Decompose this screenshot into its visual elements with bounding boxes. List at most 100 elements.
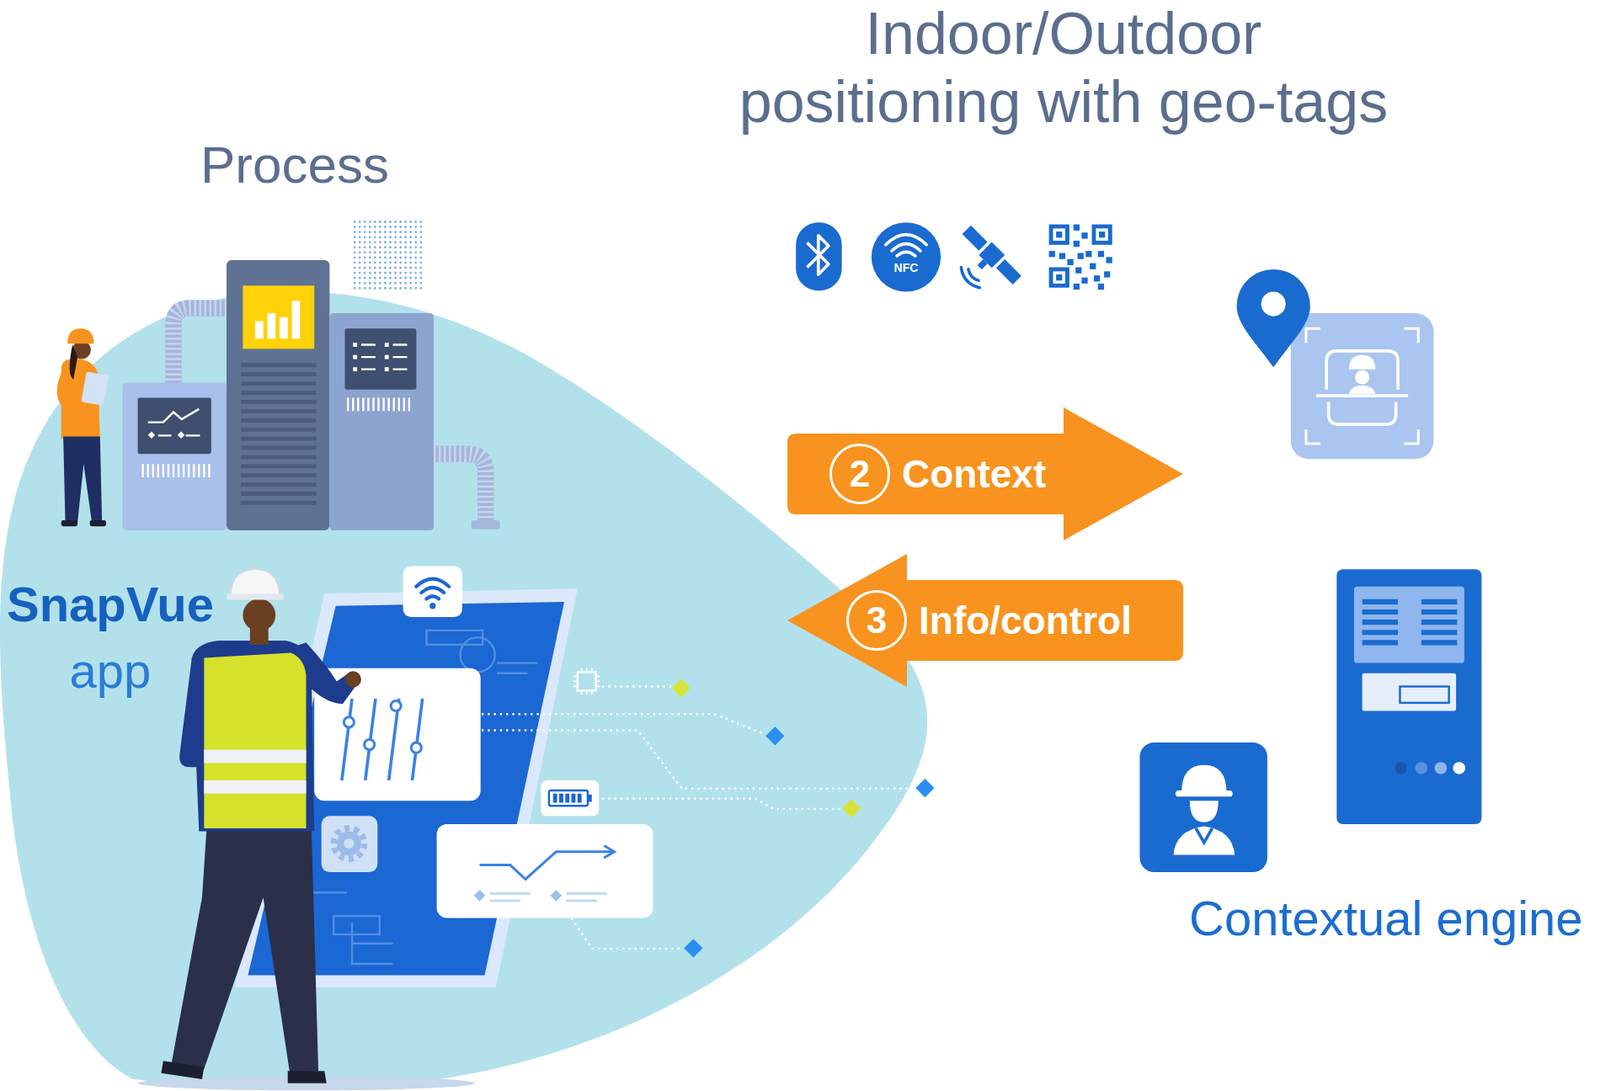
tablet-part — [341, 698, 423, 781]
signal-lines-part — [683, 938, 703, 958]
tablet-part-part — [390, 700, 401, 711]
positioning-icons-part-part — [1050, 226, 1067, 243]
positioning-icons-part-part — [1085, 250, 1092, 257]
engine-icons-part — [1175, 790, 1233, 797]
info-control-arrow — [787, 554, 1184, 688]
positioning-icons-part-part — [1105, 256, 1112, 263]
operator-figure-part — [61, 520, 78, 527]
engine-icons-part — [1349, 385, 1376, 395]
process-machine-part — [292, 300, 301, 339]
signal-lines — [481, 678, 935, 958]
process-machine-part — [279, 317, 288, 339]
field-worker-part — [345, 671, 362, 688]
context-arrow — [787, 407, 1184, 541]
engine-icons-part — [1316, 394, 1408, 398]
process-machine-part — [471, 520, 501, 530]
field-worker-part — [192, 640, 315, 832]
tablet-part — [479, 852, 613, 880]
engine-icons-part — [1306, 328, 1419, 444]
operator-figure-part — [63, 437, 102, 523]
engine-name: Contextual engine — [1189, 890, 1584, 947]
positioning-icons-part — [960, 266, 980, 288]
engine-icons-part — [1189, 800, 1219, 822]
app-name: SnapVue — [6, 576, 214, 633]
tablet-part-part — [459, 637, 495, 672]
process-machine-part — [173, 308, 227, 386]
field-worker-part — [242, 598, 276, 632]
signal-lines-part-part — [602, 685, 672, 688]
tablet-part — [403, 565, 463, 618]
signal-lines-part — [765, 726, 784, 746]
positioning-icons-part — [795, 222, 843, 291]
engine-icons-part — [1415, 762, 1429, 775]
process-machine-part — [226, 260, 330, 531]
process-machine-part — [433, 453, 486, 523]
tablet-part — [416, 579, 449, 600]
engine-icons-part — [1195, 828, 1212, 843]
tablet-part — [550, 890, 563, 902]
field-worker-part — [226, 593, 284, 600]
signal-lines-part-part — [602, 799, 842, 810]
positioning-icons-part-part — [977, 259, 988, 270]
positioning-icons-part-part — [1073, 283, 1080, 290]
positioning-icons-part — [885, 234, 927, 256]
tablet-part-part — [364, 739, 375, 750]
positioning-icons-part-part — [1089, 263, 1096, 270]
tablet-part — [336, 832, 362, 857]
operator-figure-part — [67, 328, 95, 344]
field-worker-part — [288, 1071, 327, 1084]
positioning-icons-part-part — [1059, 253, 1066, 260]
text-slot: Contextual engine — [1189, 890, 1590, 947]
tablet-part-part — [306, 663, 539, 965]
positioning-icons-part-part — [1081, 232, 1088, 239]
text-slot: Process — [58, 134, 531, 196]
field-worker-part — [203, 750, 306, 764]
process-machine-part-part — [352, 367, 358, 372]
positioning-icons-part — [1049, 224, 1113, 291]
tablet-part — [437, 824, 654, 918]
process-machine-part — [148, 432, 156, 440]
callout-number: 2 — [829, 443, 891, 505]
process-machine-part — [242, 285, 315, 349]
positioning-icons-part-part — [1098, 283, 1104, 290]
signal-lines-part — [481, 686, 915, 949]
positioning-icons-part — [806, 235, 828, 275]
engine-icons-part — [1290, 313, 1435, 459]
positioning-icons-part-part — [1104, 271, 1110, 278]
illustration-group — [0, 219, 1482, 1091]
tablet-part — [343, 838, 354, 849]
tablet-part — [554, 794, 580, 804]
engine-icons-part — [1362, 673, 1456, 712]
process-machine-part — [177, 432, 186, 440]
process-machine-part-part — [352, 342, 358, 347]
tablet-part — [603, 845, 614, 859]
engine-icons-part — [1261, 292, 1286, 317]
process-area: Process — [58, 134, 534, 455]
dot-grid — [352, 219, 424, 292]
tablet-part — [587, 794, 592, 802]
operator-figure-part — [90, 520, 107, 527]
positioning-icons-part-part — [1093, 226, 1110, 243]
field-worker-part — [160, 1061, 204, 1080]
tablet-part-part — [343, 717, 354, 728]
engine-icons-part — [1336, 569, 1482, 825]
tablet-part — [540, 780, 599, 816]
process-machine-part — [347, 398, 410, 412]
arrow-label: 2Context — [829, 443, 1046, 505]
tablet-part-part — [410, 742, 422, 753]
engine-area: Contextual engine — [1183, 252, 1596, 952]
positioning-icons-part-part — [1098, 250, 1104, 257]
positioning-icons — [795, 222, 1113, 293]
positioning-icons-part-part — [1056, 274, 1062, 281]
process-machine-part — [345, 328, 417, 390]
process-machine-part — [122, 382, 227, 531]
process-machine-part-part — [384, 355, 390, 360]
positioning-icons-part — [871, 222, 941, 292]
operator-figure — [61, 328, 109, 527]
text-slot: app — [5, 642, 216, 699]
positioning-icons-part-part — [1081, 277, 1088, 284]
app-area: SnapVue app — [0, 454, 788, 1091]
operator-figure-part — [80, 371, 109, 406]
arrow-label: 3Info/control — [846, 590, 1132, 651]
positioning-icons-part — [954, 223, 1024, 293]
